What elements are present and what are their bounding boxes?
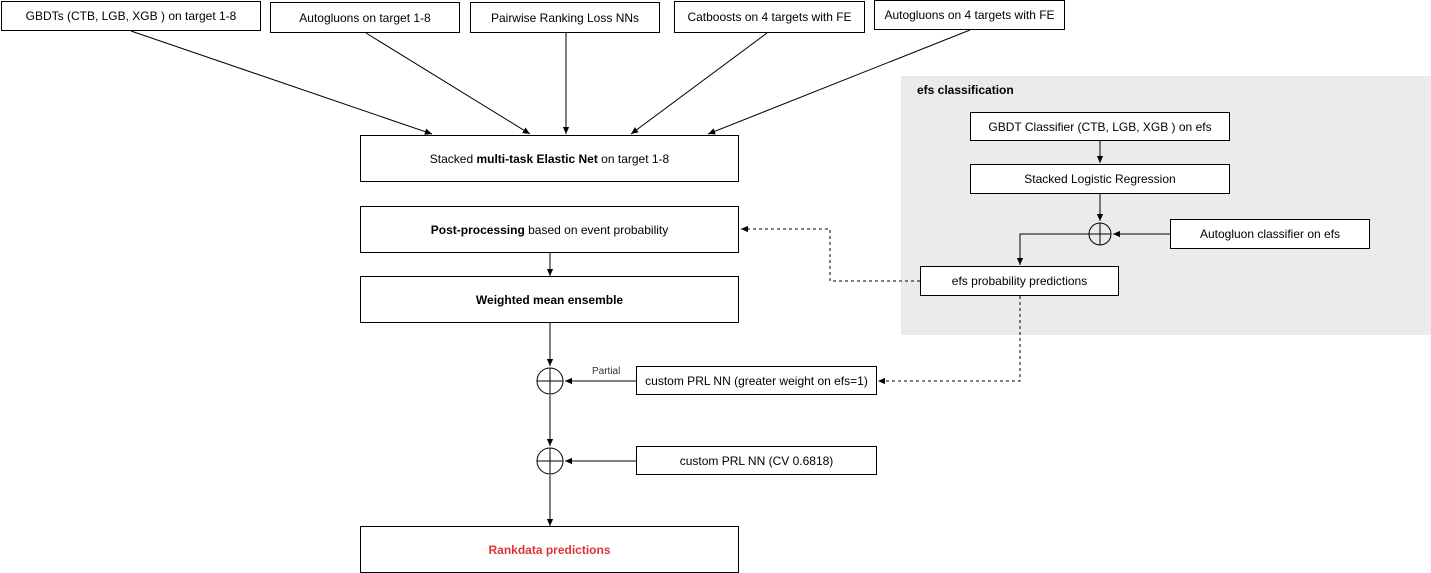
edge-gbdts-stacked <box>130 30 433 135</box>
gbdt-classifier-box: GBDT Classifier (CTB, LGB, XGB ) on efs <box>970 112 1230 141</box>
edge-probability-post <box>741 225 920 282</box>
rankdata-box: Rankdata predictions <box>360 526 739 573</box>
gbdts-box: GBDTs (CTB, LGB, XGB ) on target 1-8 <box>1 1 261 31</box>
edge-autogluonsfe-stacked <box>707 29 971 135</box>
gbdts-label: GBDTs (CTB, LGB, XGB ) on target 1-8 <box>25 9 237 23</box>
autogluon-classifier-box: Autogluon classifier on efs <box>1170 219 1370 249</box>
weighted-mean-box: Weighted mean ensemble <box>360 276 739 323</box>
stacked-logistic-box: Stacked Logistic Regression <box>970 164 1230 194</box>
post-processing-label: Post-processing based on event probabili… <box>430 222 669 237</box>
efs-probability-label: efs probability predictions <box>951 274 1088 288</box>
edge-probability-prlefs <box>878 296 1021 385</box>
prl-efs-box: custom PRL NN (greater weight on efs=1) <box>636 366 877 395</box>
autogluons-fe-box: Autogluons on 4 targets with FE <box>874 0 1065 30</box>
prl-cv-box: custom PRL NN (CV 0.6818) <box>636 446 877 475</box>
stacked-logistic-label: Stacked Logistic Regression <box>1024 172 1176 186</box>
autogluons-label: Autogluons on target 1-8 <box>299 10 431 25</box>
edge-op3-probability <box>1016 233 1089 265</box>
catboosts-box: Catboosts on 4 targets with FE <box>674 1 865 33</box>
prl-nns-label: Pairwise Ranking Loss NNs <box>490 10 640 25</box>
autogluons-box: Autogluons on target 1-8 <box>270 2 460 33</box>
gbdt-classifier-label: GBDT Classifier (CTB, LGB, XGB ) on efs <box>988 119 1212 134</box>
prl-cv-label: custom PRL NN (CV 0.6818) <box>679 453 834 468</box>
rankdata-label: Rankdata predictions <box>488 542 611 557</box>
catboosts-label: Catboosts on 4 targets with FE <box>687 10 852 24</box>
stacked-elastic-net-label: Stacked multi-task Elastic Net on target… <box>429 151 670 166</box>
weighted-mean-label: Weighted mean ensemble <box>475 292 624 307</box>
post-processing-box: Post-processing based on event probabili… <box>360 206 739 253</box>
autogluon-classifier-label: Autogluon classifier on efs <box>1199 227 1341 241</box>
edge-catboosts-stacked <box>630 32 768 135</box>
efs-group-title: efs classification <box>917 83 1014 97</box>
prl-efs-label: custom PRL NN (greater weight on efs=1) <box>645 373 868 388</box>
stacked-elastic-net-box: Stacked multi-task Elastic Net on target… <box>360 135 739 182</box>
efs-probability-box: efs probability predictions <box>920 266 1119 296</box>
edge-autogluons-stacked <box>365 32 531 135</box>
autogluons-fe-label: Autogluons on 4 targets with FE <box>884 8 1055 22</box>
prl-nns-box: Pairwise Ranking Loss NNs <box>470 2 660 33</box>
partial-label: Partial <box>592 366 621 377</box>
